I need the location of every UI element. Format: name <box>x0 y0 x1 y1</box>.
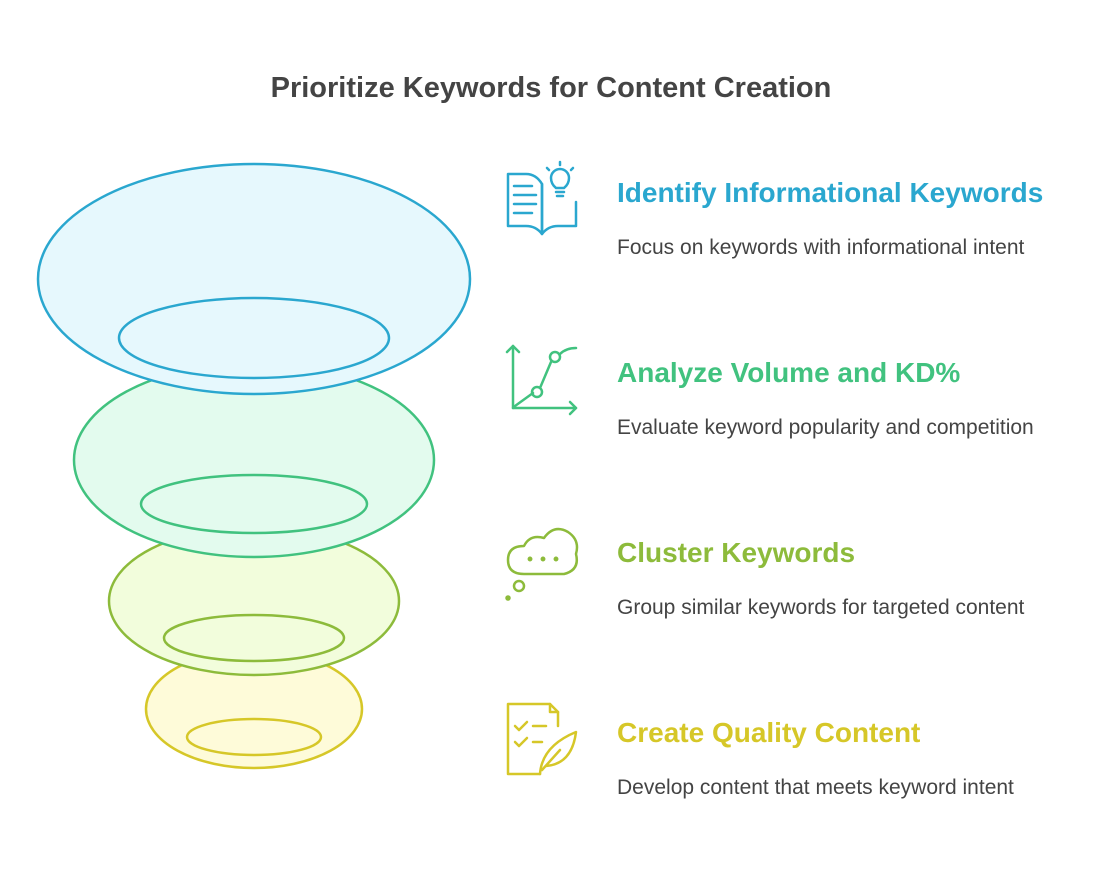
checklist-feather-icon <box>506 702 578 776</box>
step-1-heading: Identify Informational Keywords <box>617 177 1044 208</box>
step-1-description: Focus on keywords with informational int… <box>617 236 1025 259</box>
step-3-description: Group similar keywords for targeted cont… <box>617 596 1025 619</box>
step-3-heading: Cluster Keywords <box>617 537 856 568</box>
step-2-heading: Analyze Volume and KD% <box>617 357 961 388</box>
step-4-description: Develop content that meets keyword inten… <box>617 776 1014 799</box>
funnel-graphic <box>36 162 472 770</box>
funnel-tier-1 <box>36 162 472 396</box>
step-2-description: Evaluate keyword popularity and competit… <box>617 416 1034 439</box>
line-chart-icon <box>505 344 578 416</box>
funnel-tier-3 <box>107 525 401 677</box>
thought-bubble-icon <box>505 527 579 601</box>
diagram-title: Prioritize Keywords for Content Creation <box>270 72 832 104</box>
step-4-heading: Create Quality Content <box>617 717 921 748</box>
book-lightbulb-icon <box>506 160 578 236</box>
